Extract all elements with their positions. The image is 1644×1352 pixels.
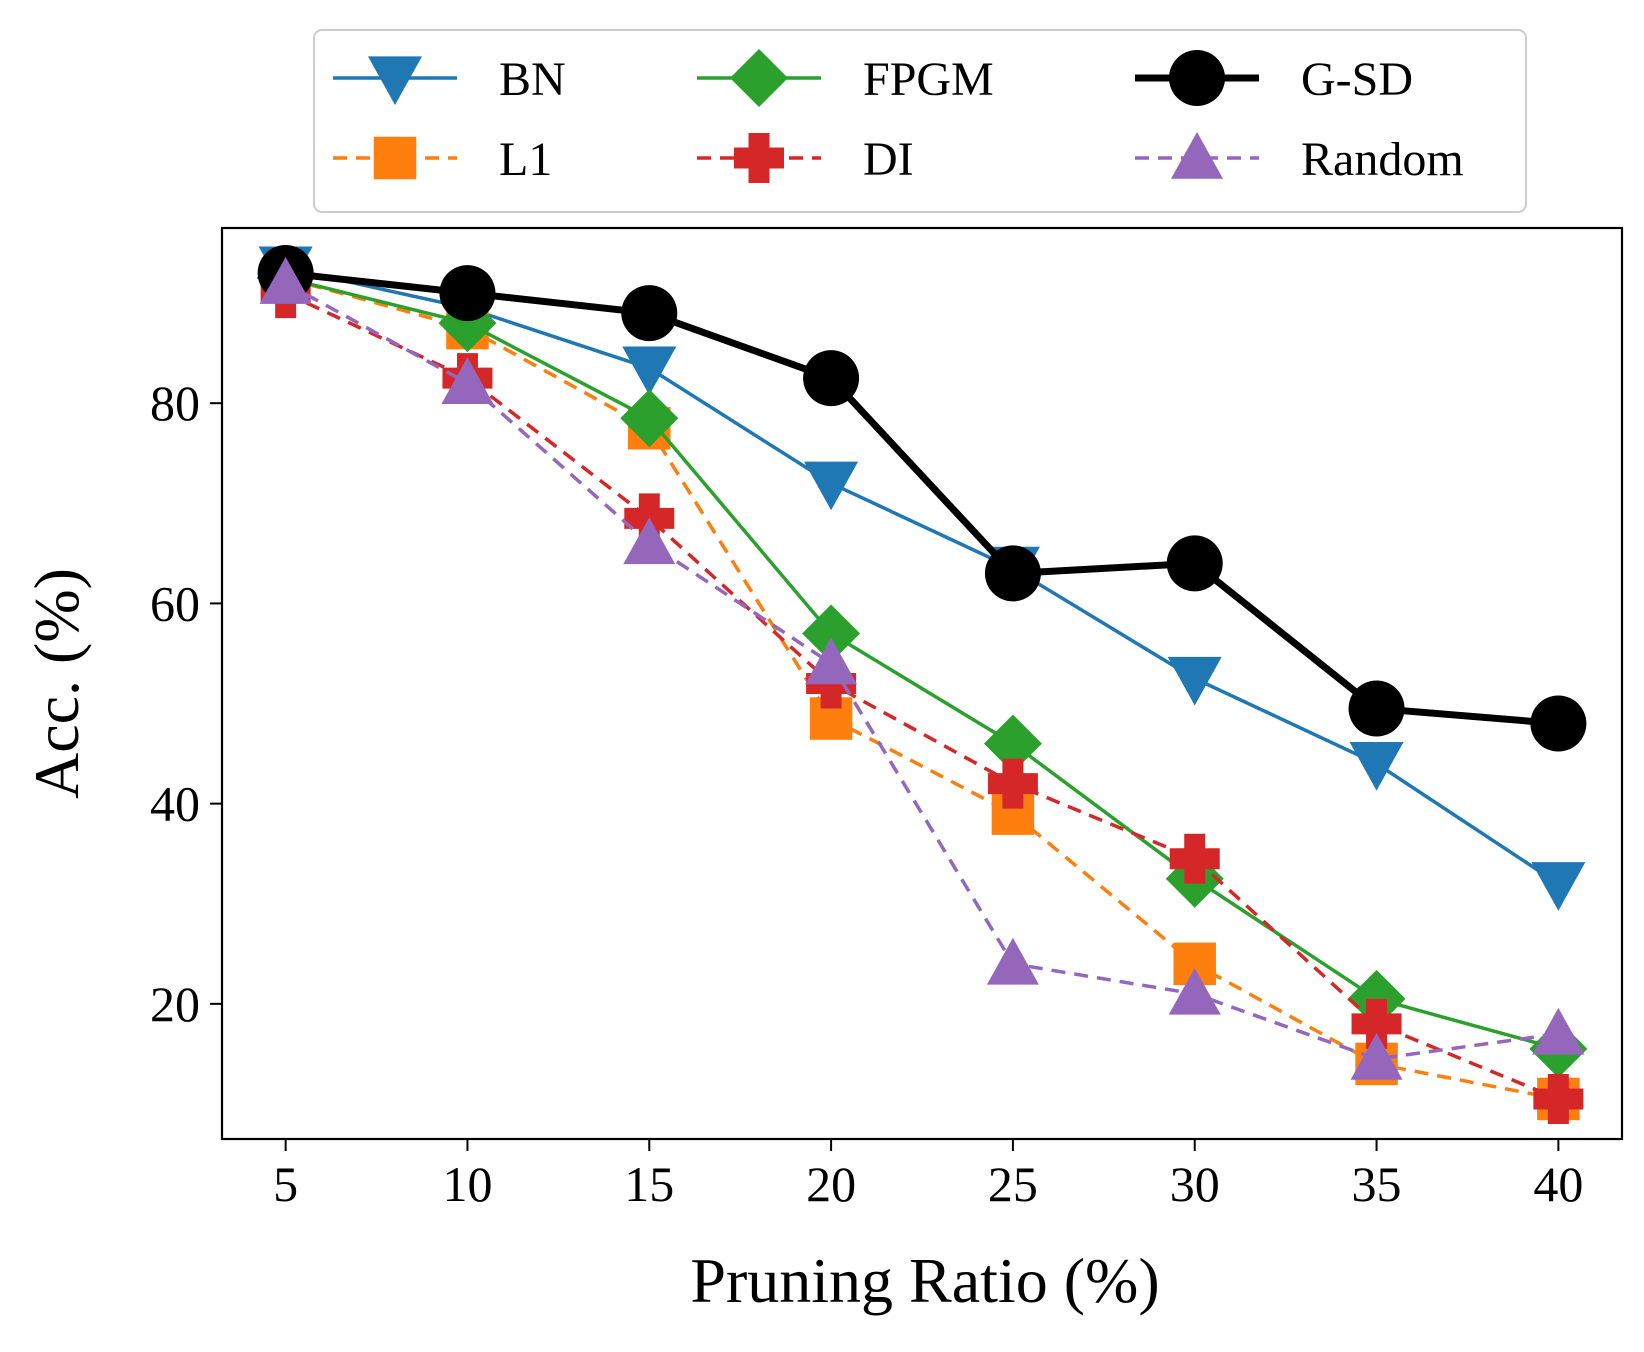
series-line-di	[284, 291, 1560, 1101]
legend-label-l1: L1	[499, 133, 552, 186]
x-tick-label: 30	[1170, 1156, 1220, 1212]
data-point-bn	[1349, 741, 1404, 791]
data-point-fpgm	[802, 604, 861, 663]
data-point-random	[805, 637, 858, 685]
legend: BN L1 FPGM DI G-SD Random	[313, 29, 1527, 213]
data-point-random	[1532, 1007, 1585, 1055]
data-point-fpgm	[1347, 969, 1406, 1028]
y-tick-label: 80	[150, 375, 200, 431]
data-point-random	[441, 357, 494, 404]
legend-marker-bn	[368, 56, 422, 105]
y-tick-label: 20	[150, 976, 200, 1032]
legend-item-g-sd: G-SD	[1135, 50, 1413, 106]
data-point-fpgm	[983, 714, 1042, 773]
x-tick-label: 25	[988, 1156, 1038, 1212]
data-point-bn	[1167, 656, 1222, 706]
legend-marker-g-sd	[1169, 50, 1225, 106]
legend-item-di: DI	[697, 133, 914, 186]
x-tick-label: 10	[442, 1156, 492, 1212]
legend-marker-l1	[373, 136, 417, 180]
data-point-di	[1169, 833, 1220, 884]
legend-label-fpgm: FPGM	[863, 53, 994, 106]
data-point-random	[1350, 1032, 1403, 1080]
series-random	[259, 257, 1585, 1080]
legend-label-di: DI	[863, 133, 914, 186]
x-axis-label: Pruning Ratio (%)	[690, 1245, 1159, 1316]
data-point-di	[987, 758, 1038, 809]
legend-item-fpgm: FPGM	[697, 49, 994, 107]
data-point-random	[1168, 967, 1221, 1015]
data-point-random	[259, 257, 312, 304]
legend-marker-di	[734, 133, 784, 183]
data-point-bn	[804, 461, 859, 511]
legend-label-bn: BN	[499, 53, 566, 106]
data-point-random	[986, 937, 1039, 985]
legend-item-l1: L1	[333, 133, 552, 186]
legend-item-bn: BN	[333, 53, 566, 106]
data-point-g-sd	[803, 350, 860, 407]
data-point-bn	[1531, 862, 1586, 911]
data-point-bn	[622, 346, 677, 396]
series-line-random	[284, 281, 1559, 1061]
series-line-l1	[285, 276, 1559, 1101]
x-tick-label: 40	[1533, 1156, 1583, 1212]
legend-label-random: Random	[1301, 133, 1464, 186]
legend-item-random: Random	[1135, 132, 1464, 186]
data-point-di	[1533, 1073, 1584, 1124]
data-point-g-sd	[1530, 695, 1587, 752]
series-line-fpgm	[285, 276, 1559, 1051]
y-axis-label: Acc. (%)	[21, 568, 92, 799]
data-point-random	[623, 517, 676, 565]
data-point-g-sd	[984, 545, 1041, 602]
x-tick-label: 20	[806, 1156, 856, 1212]
data-point-g-sd	[1166, 535, 1223, 592]
plot-frame	[220, 226, 1624, 1141]
y-tick-label: 40	[150, 776, 200, 832]
series-line-bn	[285, 266, 1560, 886]
x-tick-label: 35	[1352, 1156, 1402, 1212]
series-line-g-sd	[285, 269, 1559, 728]
legend-marker-fpgm	[730, 49, 788, 107]
data-point-g-sd	[1348, 680, 1405, 737]
data-point-fpgm	[620, 389, 679, 448]
data-point-g-sd	[621, 285, 678, 342]
legend-label-g-sd: G-SD	[1301, 53, 1413, 106]
data-point-g-sd	[439, 265, 496, 322]
y-tick-label: 60	[150, 575, 200, 631]
legend-marker-random	[1171, 132, 1223, 179]
x-tick-label: 5	[273, 1156, 298, 1212]
data-point-di	[1351, 998, 1402, 1049]
x-tick-label: 15	[624, 1156, 674, 1212]
series-layer	[256, 245, 1588, 1124]
